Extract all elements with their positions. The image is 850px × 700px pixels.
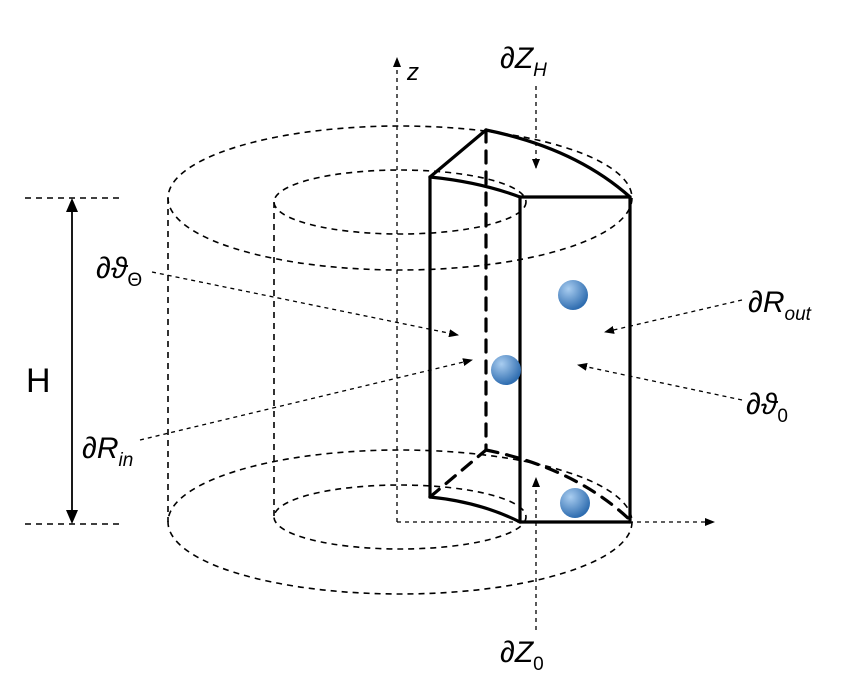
arrow-dR-out [604, 299, 743, 334]
inner-cylinder [273, 169, 527, 550]
inner-bottom-ellipse [273, 484, 527, 550]
wedge-bottom-hidden-outer-arc [484, 448, 632, 522]
label-dTheta-0: ∂ϑ0 [746, 388, 788, 427]
z-axis-label: z [406, 59, 419, 86]
label-dTheta-theta: ∂ϑΘ [96, 252, 142, 291]
particle [560, 488, 590, 518]
arrow-dR-in [139, 358, 473, 441]
height-arrow-top-head [66, 198, 78, 212]
axes [393, 57, 715, 526]
particle [558, 280, 588, 310]
particles [491, 280, 590, 518]
wedge-bottom-inner-arc [428, 495, 522, 524]
height-dimension [25, 197, 120, 525]
wedge-top-outer-arc [484, 128, 632, 199]
wedge-top-radial-theta [428, 128, 488, 179]
arrow-dTheta-theta [151, 271, 459, 338]
height-arrow-bottom-head [66, 510, 78, 524]
label-dZ-H: ∂ZH [500, 42, 547, 81]
arrow-dTheta-0 [577, 362, 743, 401]
labels: z ∂ZH ∂ϑΘ ∂Rout H ∂ϑ0 ∂Rin ∂Z0 [26, 42, 812, 675]
label-dZ-0: ∂Z0 [500, 636, 544, 675]
particle [491, 355, 521, 385]
inner-top-ellipse [273, 169, 527, 235]
label-dR-out: ∂Rout [748, 286, 812, 325]
label-dR-in: ∂Rin [82, 432, 133, 471]
label-H: H [26, 362, 51, 400]
wedge-bottom-hidden-radial [428, 448, 488, 499]
wedge-top-inner-arc [428, 175, 522, 199]
wedge-segment [428, 128, 632, 524]
pointer-arrows [139, 86, 743, 630]
